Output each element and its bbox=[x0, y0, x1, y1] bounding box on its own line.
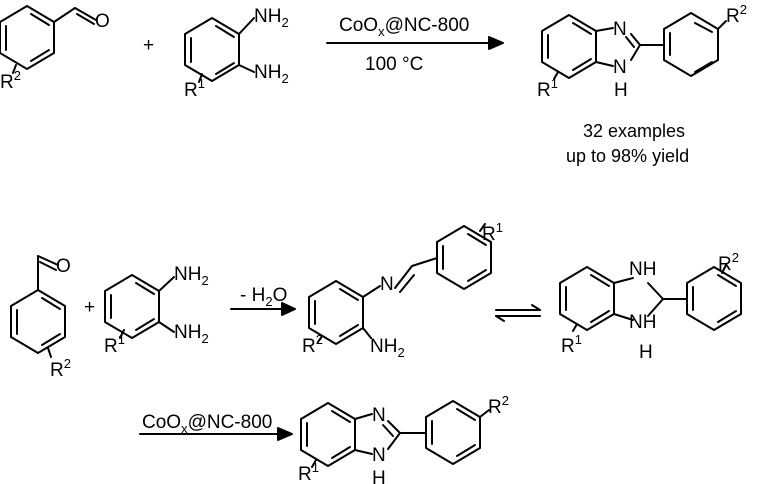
r2-label-final: R2 bbox=[488, 393, 509, 418]
amine-group-upper: NH2 bbox=[254, 6, 289, 30]
temperature-label: 100 °C bbox=[365, 54, 423, 75]
amine-group-intermediate: NH2 bbox=[370, 336, 405, 360]
nh-hydrogen: H bbox=[614, 80, 628, 101]
dehydration-label: - H2O bbox=[240, 285, 287, 309]
reaction-arrow-top bbox=[326, 36, 504, 50]
r1-label-product-top: R1 bbox=[537, 76, 558, 101]
catalyst-label-top: CoOx@NC-800 bbox=[339, 15, 469, 39]
amine-group-upper-mechanism: NH2 bbox=[174, 264, 209, 288]
amine-nitrogen: N bbox=[613, 57, 627, 78]
nh-lower-intermediate: NH bbox=[629, 312, 656, 333]
plus-sign-mechanism: + bbox=[84, 297, 95, 318]
r1-label-intermediate: R1 bbox=[482, 220, 503, 245]
nh-hydrogen-lower: H bbox=[639, 342, 653, 363]
amine-group-lower: NH2 bbox=[254, 62, 289, 86]
imine-nitrogen-final: N bbox=[372, 405, 386, 426]
r2-label-product-top: R2 bbox=[726, 2, 747, 27]
benzaldehyde-top: O R2 bbox=[0, 5, 110, 93]
phenylenediamine-top: NH2 NH2 R1 bbox=[184, 6, 289, 101]
benzimidazole-product-top: N N H R2 R1 bbox=[537, 2, 747, 101]
aldehyde-oxygen: O bbox=[95, 11, 110, 32]
imine-nitrogen: N bbox=[613, 19, 627, 40]
equilibrium-arrows bbox=[495, 304, 541, 322]
amine-group-lower-mechanism: NH2 bbox=[174, 322, 209, 346]
r1-label-dihydro: R1 bbox=[561, 332, 582, 357]
r1-label-final: R1 bbox=[298, 460, 319, 484]
phenylenediamine-mechanism: NH2 NH2 R1 bbox=[104, 264, 209, 357]
imine-n-intermediate: N bbox=[380, 274, 394, 295]
benzimidazole-product-final: N N H R2 R1 bbox=[298, 393, 509, 484]
examples-count: 32 examples bbox=[583, 121, 685, 141]
nh-hydrogen-final: H bbox=[372, 468, 386, 484]
r2-label-intermediate: R2 bbox=[302, 332, 323, 357]
imine-intermediate: N R1 NH2 R2 bbox=[302, 220, 503, 360]
r1-substituent-label: R1 bbox=[184, 76, 205, 101]
dihydrobenzimidazole-intermediate: NH NH H R2 R1 bbox=[559, 250, 742, 363]
r2-label-dihydro: R2 bbox=[718, 250, 739, 275]
r1-label-mechanism: R1 bbox=[104, 332, 125, 357]
benzaldehyde-mechanism: O R2 bbox=[10, 255, 71, 381]
dehydration-arrow bbox=[230, 302, 296, 316]
nh-upper-intermediate: NH bbox=[629, 259, 656, 280]
yield-note: up to 98% yield bbox=[566, 146, 689, 166]
catalyst-label-mechanism: CoOx@NC-800 bbox=[142, 412, 272, 436]
oxidation-arrow bbox=[139, 427, 293, 441]
plus-sign-top: + bbox=[143, 35, 154, 56]
r2-substituent-label: R2 bbox=[0, 68, 21, 93]
amine-nitrogen-final: N bbox=[372, 445, 386, 466]
aldehyde-oxygen-mechanism: O bbox=[56, 256, 71, 277]
r2-label-mechanism: R2 bbox=[50, 356, 71, 381]
